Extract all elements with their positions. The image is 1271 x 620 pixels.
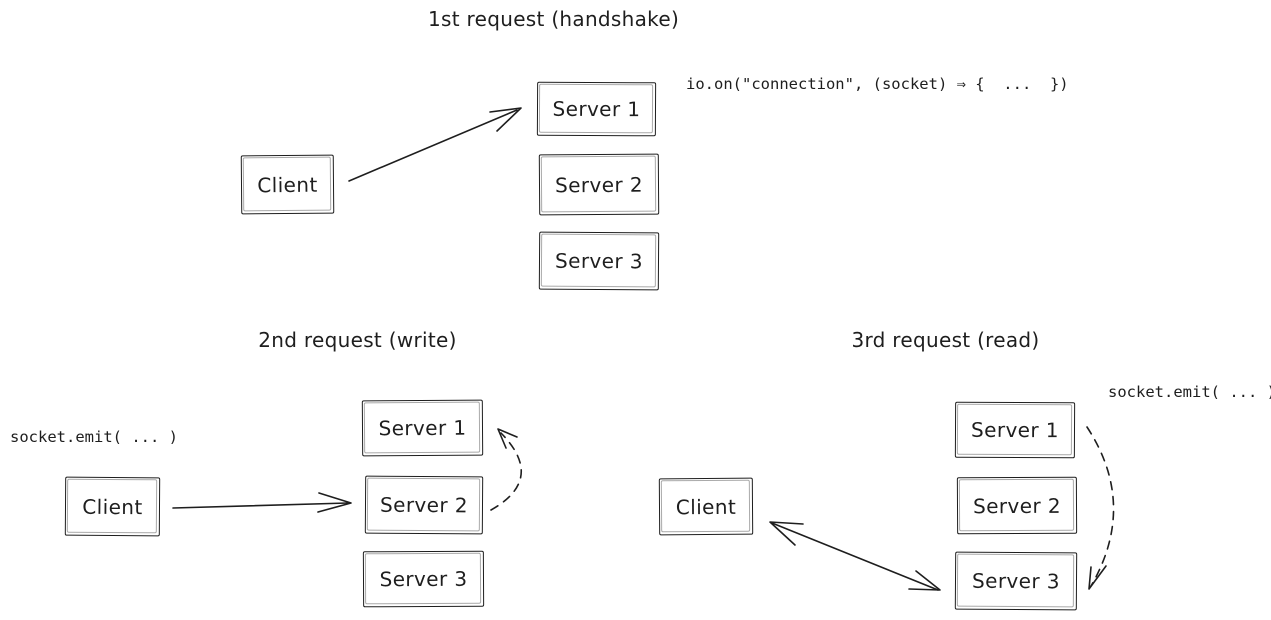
arrow-d2-server2-to-server1 (490, 432, 523, 511)
diagram3-code-annotation: socket.emit( ... ) (1108, 383, 1271, 401)
diagram3-server3-box: Server 3 (954, 551, 1078, 611)
arrow-d2-client-to-server2 (172, 502, 349, 509)
diagram2-server3-box: Server 3 (362, 550, 485, 608)
arrowhead-d2-server1 (497, 428, 518, 449)
diagram1-server2-label: Server 2 (554, 172, 644, 197)
diagram2-title: 2nd request (write) (258, 328, 457, 352)
diagram2-server1-box: Server 1 (361, 399, 484, 457)
diagram1-server3-label: Server 3 (554, 248, 644, 274)
diagram2-server2-box: Server 2 (364, 475, 484, 535)
diagram3-server1-box: Server 1 (954, 401, 1076, 459)
diagram1-server1-box: Server 1 (536, 81, 657, 137)
diagram3-client-box: Client (658, 477, 754, 536)
diagram3-server3-label: Server 3 (971, 568, 1061, 594)
diagram1-server3-box: Server 3 (538, 231, 660, 291)
diagram3-server2-box: Server 2 (956, 476, 1078, 535)
arrowhead-d3-server3-curve (1088, 565, 1107, 590)
diagram3-server1-label: Server 1 (971, 417, 1059, 443)
arrowhead-d1-server1 (489, 107, 522, 132)
arrowhead-d3-server3 (908, 570, 941, 591)
arrow-d1-client-to-server1 (348, 109, 518, 182)
diagram1-code-annotation: io.on("connection", (socket) ⇒ { ... }) (686, 75, 1069, 93)
diagram3-client-label: Client (675, 494, 737, 519)
diagram2-code-annotation: socket.emit( ... ) (10, 428, 178, 446)
diagram3-server2-label: Server 2 (973, 493, 1061, 518)
diagram3-title: 3rd request (read) (851, 328, 1040, 352)
diagram1-client-box: Client (240, 154, 335, 215)
diagram1-server1-label: Server 1 (552, 96, 641, 122)
diagram2-server1-label: Server 1 (378, 415, 467, 441)
diagram2-client-box: Client (64, 476, 161, 537)
diagram2-client-label: Client (82, 494, 143, 519)
arrowhead-d2-server2 (317, 492, 352, 513)
arrow-d3-server1-to-server3 (1086, 426, 1115, 587)
arrowhead-d3-client (769, 521, 804, 546)
diagram1-title: 1st request (handshake) (428, 7, 680, 31)
diagram1-server2-box: Server 2 (538, 153, 660, 216)
arrow-d3-server3-to-client (771, 522, 939, 591)
diagram1-client-label: Client (257, 172, 318, 197)
diagram2-server2-label: Server 2 (379, 492, 469, 518)
diagram2-server3-label: Server 3 (379, 566, 468, 592)
